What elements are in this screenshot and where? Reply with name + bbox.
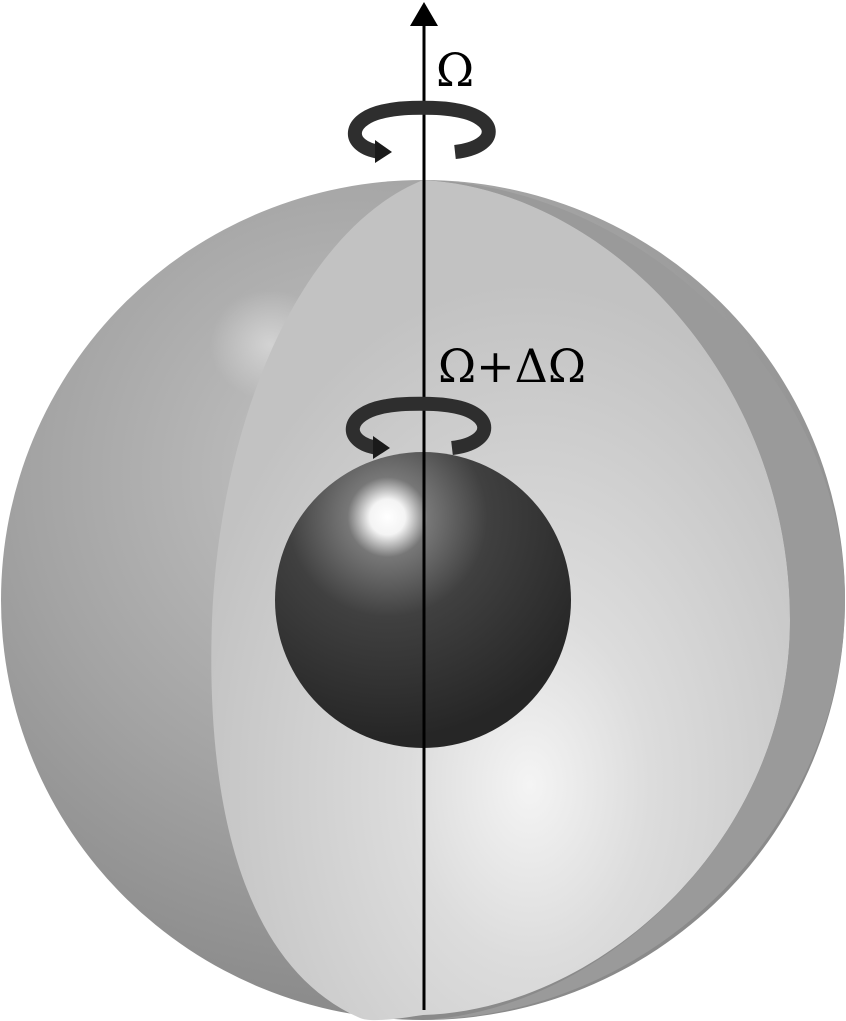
outer-rotation-arrow-icon [347, 100, 496, 163]
shell-right-rim [423, 180, 845, 1020]
outer-rotation-label: Ω [436, 43, 474, 97]
axis-arrowhead-icon [410, 2, 438, 26]
inner-rotation-label: Ω+ΔΩ [438, 339, 586, 393]
inner-rotation-arrow-icon [345, 396, 491, 459]
